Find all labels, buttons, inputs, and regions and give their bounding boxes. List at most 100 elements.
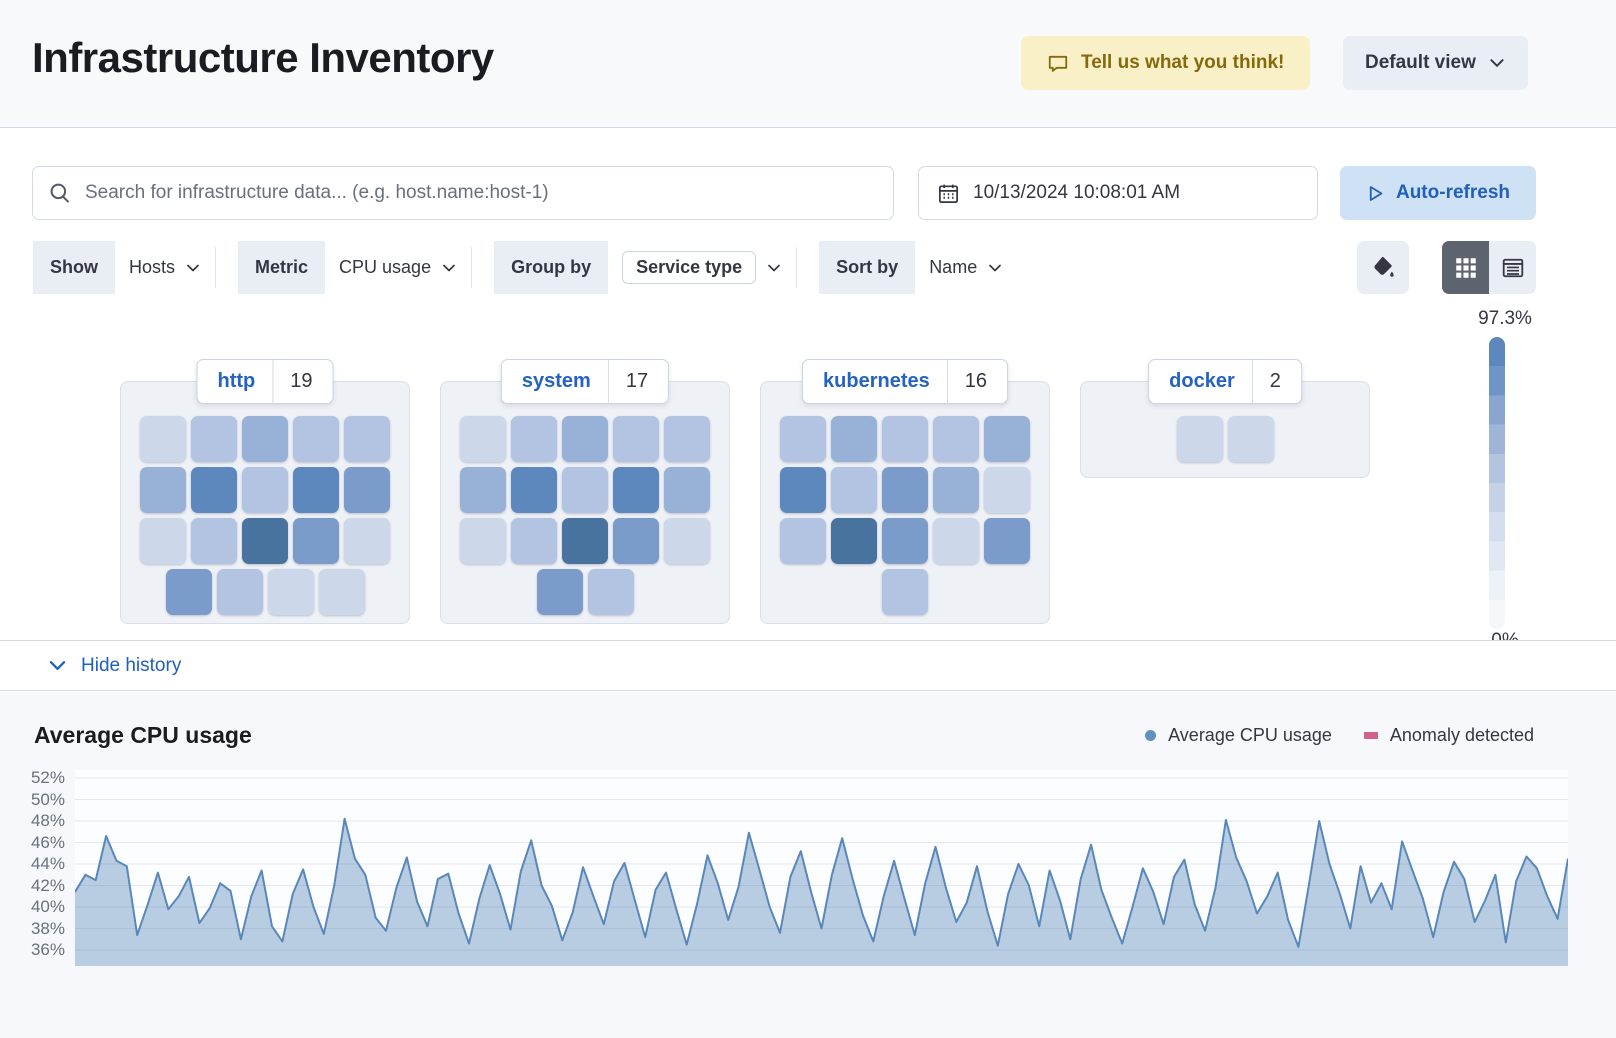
chevron-down-icon: [187, 264, 199, 271]
search-input[interactable]: [85, 182, 877, 204]
default-view-button[interactable]: Default view: [1343, 36, 1528, 90]
metric-value: CPU usage: [339, 257, 432, 277]
color-palette-button[interactable]: [1357, 241, 1409, 294]
host-square[interactable]: [191, 467, 237, 513]
legend-item[interactable]: Anomaly detected: [1363, 725, 1534, 746]
hide-history-toggle[interactable]: Hide history: [0, 640, 1616, 691]
y-tick-label: 44%: [30, 854, 65, 873]
filter-bar: Show Hosts Metric CPU usage Group by Ser…: [33, 241, 1018, 294]
host-square[interactable]: [933, 467, 979, 513]
host-square[interactable]: [318, 569, 365, 615]
sort-by-label: Sort by: [819, 241, 916, 294]
view-toggle: [1442, 241, 1536, 294]
host-square[interactable]: [613, 416, 659, 462]
y-tick-label: 40%: [30, 897, 65, 916]
metric-control: Metric CPU usage: [238, 241, 472, 294]
host-square[interactable]: [664, 416, 710, 462]
host-square[interactable]: [984, 518, 1030, 564]
show-label: Show: [33, 241, 115, 294]
divider: [1251, 359, 1253, 404]
host-square[interactable]: [984, 416, 1030, 462]
map-view-button[interactable]: [1442, 241, 1489, 294]
divider: [796, 247, 798, 288]
host-square[interactable]: [933, 518, 979, 564]
host-square[interactable]: [613, 467, 659, 513]
host-square[interactable]: [267, 569, 314, 615]
host-square[interactable]: [242, 518, 288, 564]
host-square[interactable]: [1176, 416, 1223, 462]
group-name-link[interactable]: kubernetes: [823, 370, 930, 392]
feedback-button[interactable]: Tell us what you think!: [1021, 36, 1311, 90]
host-square[interactable]: [293, 416, 339, 462]
host-square[interactable]: [562, 518, 608, 564]
sort-by-dropdown[interactable]: Name: [915, 241, 1018, 294]
host-square[interactable]: [536, 569, 583, 615]
host-square[interactable]: [511, 416, 557, 462]
host-square[interactable]: [882, 416, 928, 462]
host-square[interactable]: [140, 416, 186, 462]
group-name-link[interactable]: docker: [1169, 370, 1235, 392]
auto-refresh-button[interactable]: Auto-refresh: [1340, 166, 1536, 220]
host-square[interactable]: [511, 518, 557, 564]
host-square[interactable]: [1227, 416, 1274, 462]
host-square[interactable]: [780, 518, 826, 564]
host-square[interactable]: [613, 518, 659, 564]
chevron-down-icon: [443, 264, 455, 271]
host-square[interactable]: [664, 518, 710, 564]
host-square[interactable]: [882, 467, 928, 513]
table-view-button[interactable]: [1489, 241, 1536, 294]
host-square[interactable]: [562, 416, 608, 462]
host-square[interactable]: [242, 467, 288, 513]
host-square[interactable]: [140, 518, 186, 564]
host-square[interactable]: [293, 467, 339, 513]
host-square[interactable]: [344, 518, 390, 564]
metric-label: Metric: [238, 241, 326, 294]
group-by-dropdown[interactable]: Service type: [608, 241, 797, 294]
host-square[interactable]: [587, 569, 634, 615]
host-square[interactable]: [460, 467, 506, 513]
date-time-value: 10/13/2024 10:08:01 AM: [973, 182, 1181, 203]
page-title: Infrastructure Inventory: [32, 34, 494, 81]
host-square[interactable]: [984, 467, 1030, 513]
legend-swatch: [1145, 730, 1157, 741]
host-square[interactable]: [664, 467, 710, 513]
host-square[interactable]: [831, 416, 877, 462]
group-name-link[interactable]: system: [521, 370, 591, 392]
host-square[interactable]: [780, 416, 826, 462]
host-square[interactable]: [191, 416, 237, 462]
y-tick-label: 46%: [30, 832, 65, 852]
host-square[interactable]: [344, 416, 390, 462]
host-square[interactable]: [882, 569, 928, 615]
legend-label: Average CPU usage: [1168, 725, 1332, 745]
host-square[interactable]: [460, 416, 506, 462]
host-square[interactable]: [562, 467, 608, 513]
group-name-link[interactable]: http: [217, 370, 256, 392]
host-square[interactable]: [511, 467, 557, 513]
host-square[interactable]: [293, 518, 339, 564]
host-square[interactable]: [344, 467, 390, 513]
host-square[interactable]: [191, 518, 237, 564]
date-time-picker[interactable]: 10/13/2024 10:08:01 AM: [918, 166, 1318, 220]
show-control: Show Hosts: [33, 241, 216, 294]
host-square[interactable]: [165, 569, 212, 615]
legend-item[interactable]: Average CPU usage: [1145, 725, 1332, 746]
host-square[interactable]: [882, 518, 928, 564]
host-square[interactable]: [460, 518, 506, 564]
host-square[interactable]: [216, 569, 263, 615]
show-dropdown[interactable]: Hosts: [115, 241, 216, 294]
host-square[interactable]: [140, 467, 186, 513]
host-square[interactable]: [831, 518, 877, 564]
host-square[interactable]: [780, 467, 826, 513]
host-square[interactable]: [933, 416, 979, 462]
y-tick-label: 50%: [30, 789, 65, 809]
group-by-value[interactable]: Service type: [622, 251, 757, 284]
host-square[interactable]: [831, 467, 877, 513]
metric-dropdown[interactable]: CPU usage: [325, 241, 472, 294]
host-square[interactable]: [242, 416, 288, 462]
